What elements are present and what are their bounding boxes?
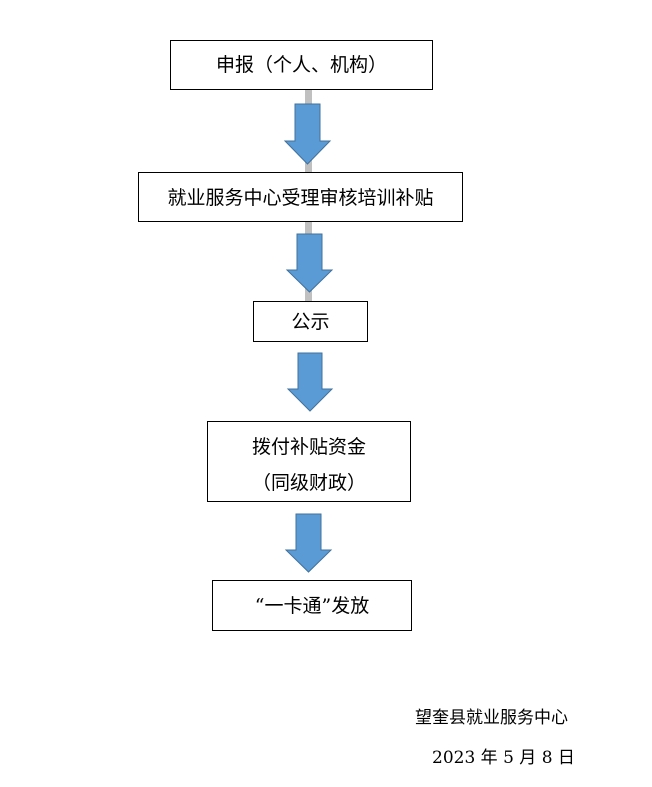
step-disburse-label: 拨付补贴资金	[251, 436, 366, 458]
down-arrow-icon	[284, 513, 333, 573]
step-disburse-box: 拨付补贴资金 （同级财政）	[207, 421, 411, 502]
step-card-payment-box: “一卡通”发放	[212, 580, 412, 631]
step-publicity-label: 公示	[291, 311, 330, 333]
signature-organization: 望奎县就业服务中心	[415, 708, 568, 728]
down-arrow-icon	[283, 103, 332, 165]
step-disburse-sublabel: （同级财政）	[251, 472, 366, 494]
step-review-box: 就业服务中心受理审核培训补贴	[138, 172, 463, 222]
step-card-payment-label: “一卡通”发放	[254, 595, 370, 617]
signature-date: 2023 年 5 月 8 日	[432, 748, 575, 768]
step-apply-label: 申报（个人、机构）	[215, 54, 387, 76]
down-arrow-icon	[286, 352, 334, 412]
step-publicity-box: 公示	[253, 301, 368, 342]
step-review-label: 就业服务中心受理审核培训补贴	[167, 187, 434, 209]
down-arrow-icon	[285, 233, 334, 293]
step-apply-box: 申报（个人、机构）	[170, 40, 433, 90]
